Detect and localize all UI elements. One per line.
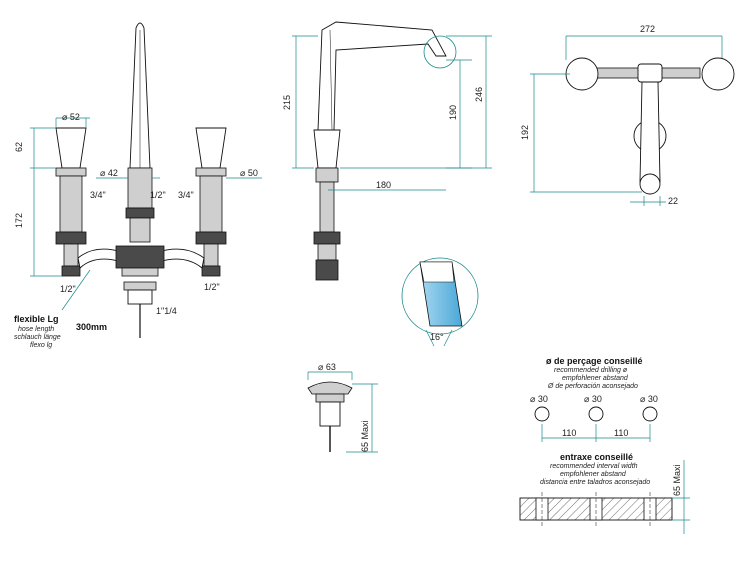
dim-waste-65: 65 Maxi	[360, 420, 370, 452]
dim-215: 215	[282, 95, 292, 110]
hose-length: 300mm	[76, 322, 107, 332]
dim-62: 62	[14, 142, 24, 152]
dim-22: 22	[668, 196, 678, 206]
interval-line2: empfohlener abstand	[560, 471, 627, 478]
dim-246: 246	[474, 87, 484, 102]
interval-line3: distancia entre taladros aconsejado	[540, 479, 650, 486]
drill-110-a: 110	[562, 428, 576, 438]
angle-detail	[401, 257, 479, 347]
dim-angle-16: 16°	[430, 332, 444, 342]
dim-half-left: 1/2"	[60, 284, 76, 294]
drill-30-b: ⌀ 30	[584, 394, 602, 404]
interval-line1: recommended interval width	[550, 463, 638, 470]
hose-line3: flexo lg	[30, 342, 52, 349]
dim-272: 272	[640, 24, 655, 34]
waste-detail	[307, 371, 378, 453]
dim-thread-mid: 1/2"	[150, 190, 166, 200]
side-view	[292, 21, 492, 281]
hose-line2: schlauch länge	[14, 334, 61, 341]
drilling-line1: recommended drilling ø	[554, 367, 628, 374]
dim-172: 172	[14, 213, 24, 228]
dim-50: ⌀ 50	[240, 168, 258, 178]
drill-30-a: ⌀ 30	[530, 394, 548, 404]
dim-half-right: 1/2"	[204, 282, 220, 292]
drill-110-b: 110	[614, 428, 628, 438]
drilling-line2: empfohlener abstand	[562, 375, 629, 382]
drilling-title: ø de perçage conseillé	[546, 356, 643, 366]
top-view	[530, 35, 735, 206]
drill-30-c: ⌀ 30	[640, 394, 658, 404]
dim-thread-left: 3/4"	[90, 190, 106, 200]
drilling-line3: Ø de perforación aconsejado	[547, 383, 638, 390]
interval-section	[519, 460, 690, 534]
dim-52: ⌀ 52	[62, 112, 80, 122]
dim-waste-thread: 1"1/4	[156, 306, 177, 316]
dim-thread-right: 3/4"	[178, 190, 194, 200]
front-view	[30, 22, 262, 338]
dim-180: 180	[376, 180, 391, 190]
drilling-holes	[534, 406, 658, 442]
dim-63: ⌀ 63	[318, 362, 336, 372]
dim-190: 190	[448, 105, 458, 120]
interval-65: 65 Maxi	[672, 464, 682, 496]
dim-192: 192	[520, 125, 530, 140]
dim-42: ⌀ 42	[100, 168, 118, 178]
hose-line1: hose length	[18, 326, 54, 333]
hose-title: flexible Lg	[14, 314, 59, 324]
interval-title: entraxe conseillé	[560, 452, 633, 462]
